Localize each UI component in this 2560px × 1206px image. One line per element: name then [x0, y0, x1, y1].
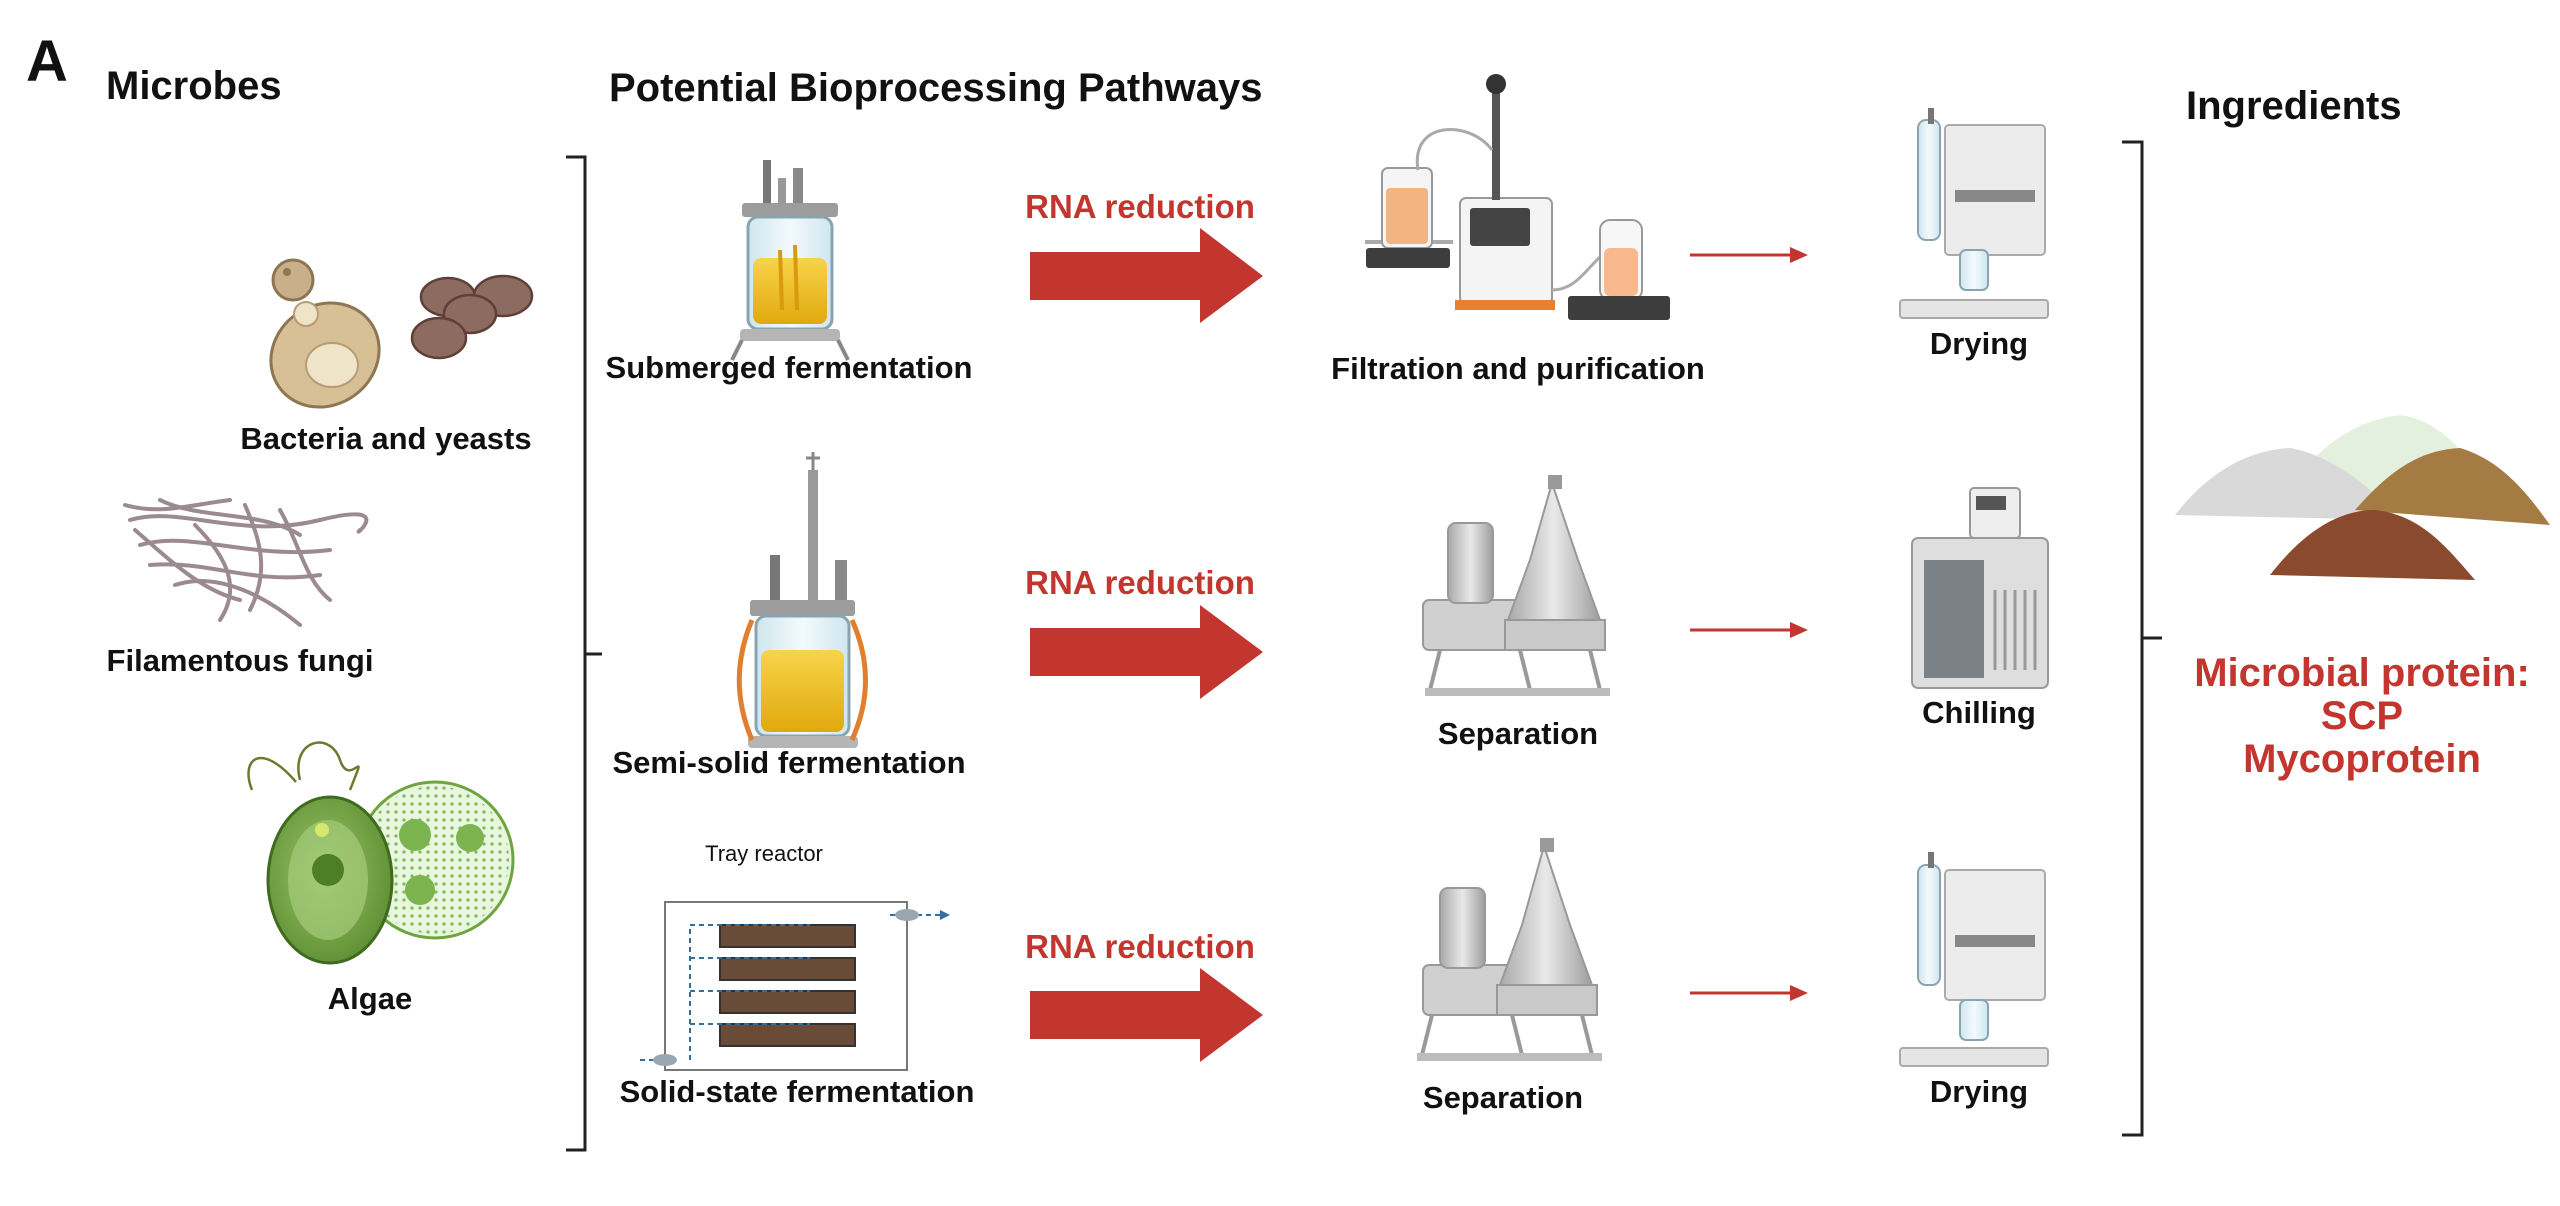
microbe-label-filamentous-fungi: Filamentous fungi — [106, 643, 374, 678]
spray-dryer-icon-1 — [1899, 108, 2049, 319]
row3-separation-label: Separation — [1422, 1080, 1584, 1115]
thin-arrow-1 — [1690, 247, 1808, 263]
algae-cell-icon — [247, 741, 515, 965]
yeast-cell-icon — [269, 258, 381, 409]
result-line-3: Mycoprotein — [2243, 737, 2481, 781]
panel-letter: A — [26, 29, 68, 94]
rna-reduction-arrow-2 — [1030, 605, 1263, 699]
left-bracket — [566, 155, 602, 1152]
row1-separation-label: Filtration and purification — [1331, 351, 1705, 386]
row1-treatment-label: RNA reduction — [1025, 188, 1255, 225]
separator-centrifuge-icon-2 — [1417, 838, 1602, 1061]
ingredients-heading: Ingredients — [2186, 84, 2402, 128]
microbe-label-bacteria-yeasts: Bacteria and yeasts — [240, 421, 532, 456]
chiller-icon — [1911, 487, 2049, 689]
semi-solid-bioreactor-icon — [736, 452, 868, 748]
tray-reactor-icon — [640, 901, 950, 1071]
spray-dryer-icon-2 — [1899, 852, 2049, 1067]
pathways-heading: Potential Bioprocessing Pathways — [609, 66, 1263, 110]
rna-reduction-arrow-3 — [1030, 968, 1263, 1062]
row3-fermentation-label: Solid-state fermentation — [619, 1074, 975, 1109]
right-bracket — [2122, 140, 2162, 1137]
row2-treatment-label: RNA reduction — [1025, 564, 1255, 601]
filamentous-fungi-icon — [123, 498, 369, 627]
thin-arrow-2 — [1690, 622, 1808, 638]
row2-finishing-label: Chilling — [1922, 695, 2036, 730]
result-label: Microbial protein: SCP Mycoprotein — [2194, 652, 2530, 781]
row3-finishing-label: Drying — [1929, 1074, 2029, 1109]
row2-separation-label: Separation — [1437, 716, 1599, 751]
separator-centrifuge-icon-1 — [1422, 475, 1610, 696]
microbe-label-algae: Algae — [327, 981, 413, 1016]
thin-arrow-3 — [1690, 985, 1808, 1001]
tray-reactor-caption: Tray reactor — [705, 841, 823, 866]
row3-treatment-label: RNA reduction — [1025, 928, 1255, 965]
row1-fermentation-label: Submerged fermentation — [605, 350, 973, 385]
result-line-2: SCP — [2320, 694, 2404, 738]
protein-powder-piles-icon — [2175, 415, 2550, 580]
result-line-1: Microbial protein: — [2194, 651, 2530, 695]
bacteria-cluster-icon — [410, 274, 534, 360]
row2-fermentation-label: Semi-solid fermentation — [612, 745, 966, 780]
row1-finishing-label: Drying — [1929, 326, 2029, 361]
microbes-heading: Microbes — [106, 64, 282, 108]
submerged-bioreactor-icon — [730, 160, 850, 361]
rna-reduction-arrow-1 — [1030, 228, 1263, 323]
filtration-setup-icon — [1365, 74, 1670, 320]
